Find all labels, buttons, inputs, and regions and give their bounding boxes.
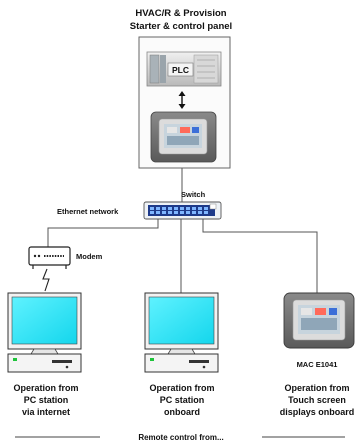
pc-tower-icon — [7, 353, 82, 373]
pc-monitor-icon — [144, 292, 219, 355]
control-panel: PLC — [138, 36, 231, 169]
pc-tower-icon — [144, 353, 219, 373]
pc-station-internet — [7, 292, 82, 373]
switch-label: Switch — [181, 190, 206, 199]
ethernet-label: Ethernet network — [57, 207, 119, 216]
internet-station-line2: PC station — [24, 395, 69, 405]
lightning-icon — [42, 268, 50, 292]
modem-icon — [28, 246, 71, 269]
touch-station-line2: Touch screen — [288, 395, 346, 405]
remote-control-label: Remote control from... — [138, 433, 223, 442]
onboard-station-line1: Operation from — [149, 383, 214, 393]
link-switch-modem — [47, 219, 159, 247]
pc-monitor-icon — [7, 292, 82, 355]
link-switch-touch-display — [202, 219, 318, 293]
pc-station-onboard — [144, 292, 219, 373]
onboard-station-line2: PC station — [160, 395, 205, 405]
onboard-station-line3: onboard — [164, 407, 200, 417]
touch-model-label: MAC E1041 — [297, 360, 338, 369]
touch-panel-icon — [150, 111, 217, 163]
plc-label: PLC — [172, 65, 189, 75]
internet-station-line3: via internet — [22, 407, 70, 417]
plc-icon: PLC — [146, 51, 222, 87]
modem-label: Modem — [76, 252, 103, 261]
touch-panel-icon — [283, 292, 355, 349]
panel-title-line1: HVAC/R & Provision — [135, 8, 226, 19]
network-switch-icon — [143, 201, 222, 220]
double-arrow-icon — [178, 91, 186, 109]
panel-title-line2: Starter & control panel — [130, 21, 232, 32]
touch-station-line1: Operation from — [284, 383, 349, 393]
touch-station-line3: displays onboard — [280, 407, 355, 417]
touch-display-unit — [283, 292, 355, 349]
internet-station-line1: Operation from — [13, 383, 78, 393]
